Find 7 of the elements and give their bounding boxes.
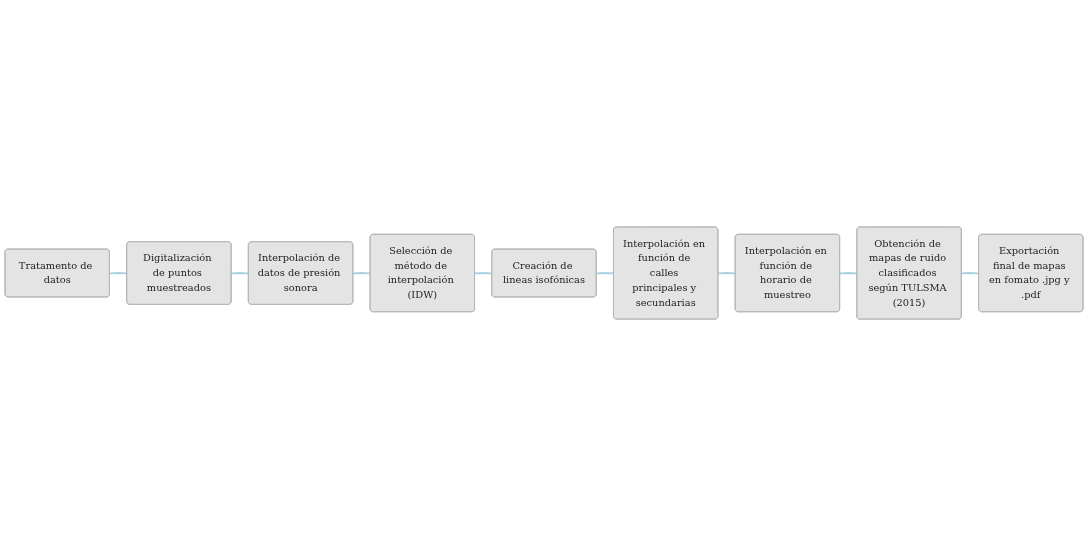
connector — [717, 272, 737, 275]
connector — [595, 272, 615, 275]
connector — [960, 272, 980, 275]
connector — [230, 272, 250, 275]
connector — [352, 272, 372, 275]
connector — [108, 272, 128, 275]
connector — [473, 272, 493, 275]
